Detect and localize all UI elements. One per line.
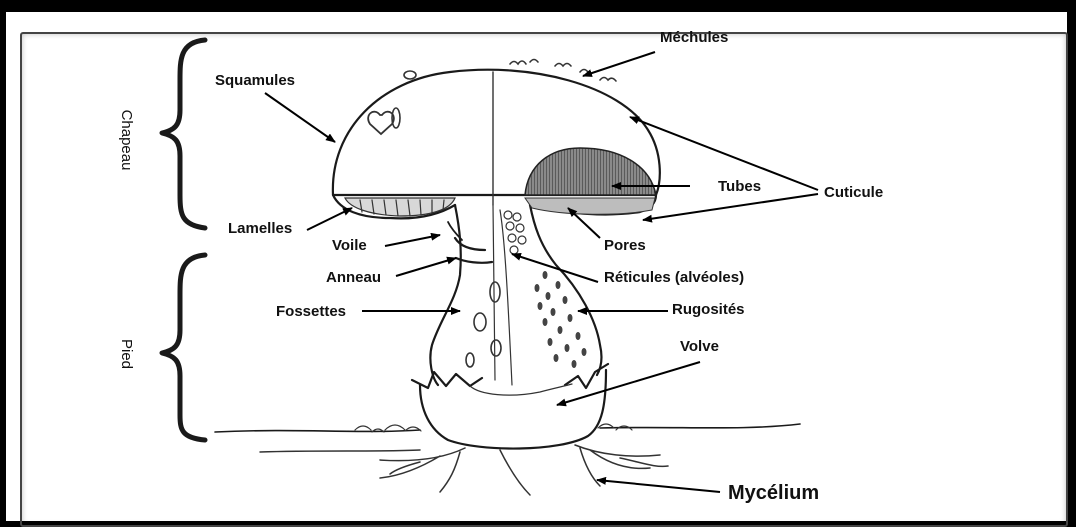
label-fossettes: Fossettes: [276, 303, 346, 320]
arrow-cuticule-2: [643, 194, 818, 220]
label-anneau: Anneau: [326, 269, 381, 286]
squamule-small: [404, 71, 416, 79]
ground-line: [215, 424, 800, 432]
arrow-mycelium: [597, 480, 720, 492]
label-lamelles: Lamelles: [228, 220, 292, 237]
arrow-mechules: [583, 52, 655, 76]
label-pores: Pores: [604, 237, 646, 254]
volve-inner: [470, 384, 572, 395]
label-mycelium: Mycélium: [728, 482, 819, 504]
fossettes-marks: [466, 282, 501, 367]
label-rugosites: Rugosités: [672, 301, 745, 318]
stem-outline: [430, 205, 601, 385]
arrow-squamules: [265, 93, 335, 142]
chapeau-brace: [162, 40, 205, 228]
stem-mid-line: [493, 205, 512, 385]
chapeau-section-label: Chapeau: [118, 110, 135, 171]
arrow-volve: [557, 362, 700, 405]
label-tubes: Tubes: [718, 178, 761, 195]
rugosites-marks: [535, 271, 587, 368]
reticules-pattern: [504, 211, 526, 254]
tubes-region: [525, 148, 656, 195]
arrow-lamelles: [307, 208, 352, 230]
label-cuticule: Cuticule: [824, 184, 883, 201]
arrow-reticules: [512, 254, 598, 282]
label-mechules: Méchules: [660, 29, 728, 46]
label-squamules: Squamules: [215, 72, 295, 89]
pied-section-label: Pied: [118, 339, 135, 369]
arrow-voile: [385, 235, 440, 246]
squamule-heart: [368, 112, 394, 134]
volve-outline: [412, 364, 608, 449]
pores-strip: [525, 198, 655, 214]
label-reticules: Réticules (alvéoles): [604, 269, 744, 286]
mycelium-roots: [260, 445, 668, 495]
pied-brace: [162, 255, 205, 440]
arrow-anneau: [396, 258, 456, 276]
label-voile: Voile: [332, 237, 367, 254]
label-volve: Volve: [680, 338, 719, 355]
